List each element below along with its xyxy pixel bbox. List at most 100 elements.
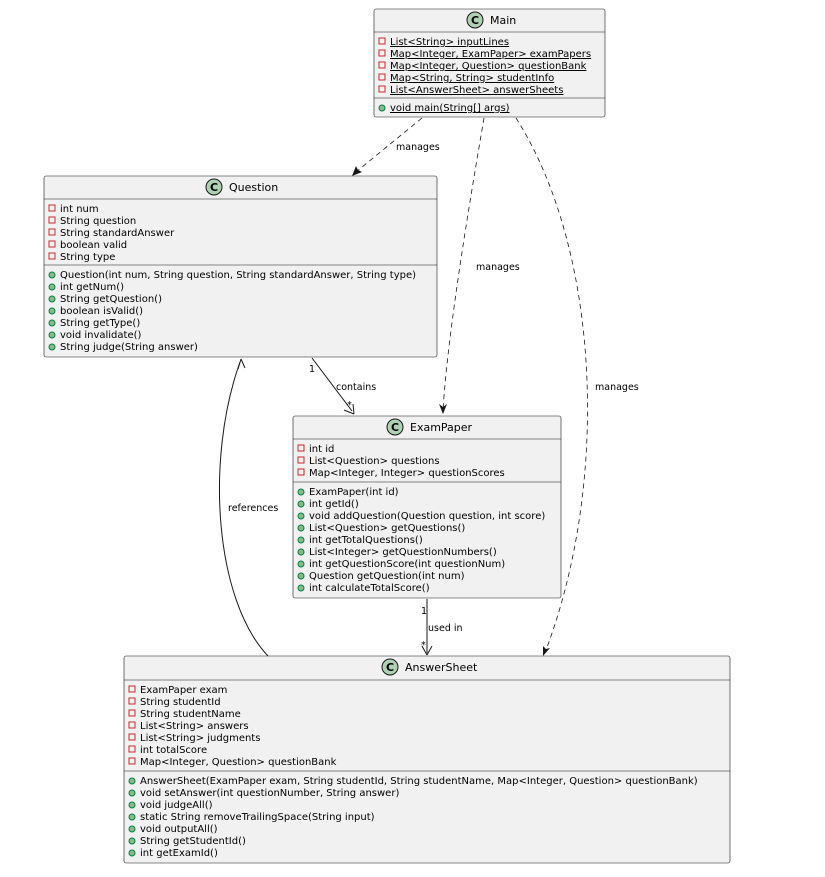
field: String standardAnswer (60, 228, 175, 239)
private-icon (378, 49, 386, 57)
field: Map<Integer, Question> questionBank (390, 61, 587, 72)
field: String question (60, 216, 136, 227)
class-name: ExamPaper (410, 421, 473, 434)
field: String type (60, 252, 115, 263)
field: Map<Integer, Integer> questionScores (309, 468, 505, 479)
field: List<String> judgments (140, 733, 260, 744)
field: List<AnswerSheet> answerSheets (390, 85, 563, 96)
edge-question-contains-exampaper: contains 1 * (309, 357, 376, 415)
private-icon (297, 468, 305, 476)
class-icon: C (466, 11, 484, 29)
arrowhead-icon (352, 166, 362, 176)
edge-main-manages-question: manages (352, 117, 440, 176)
multiplicity: * (421, 640, 426, 651)
class-icon: C (386, 418, 404, 436)
private-icon (378, 85, 386, 93)
public-icon (48, 307, 56, 315)
multiplicity: * (347, 400, 352, 411)
edge-label: references (228, 503, 278, 514)
field-list: List<String> inputLines Map<Integer, Exa… (378, 37, 591, 96)
multiplicity: 1 (309, 364, 315, 375)
public-icon (128, 837, 136, 845)
class-icon: C (205, 178, 223, 196)
public-icon (48, 271, 56, 279)
edge-exampaper-usedin-answersheet: used in 1 * (421, 599, 463, 656)
svg-text:C: C (210, 181, 218, 194)
multiplicity: 1 (421, 606, 427, 617)
method: String getStudentId() (140, 836, 246, 847)
edge-label: manages (476, 262, 520, 273)
svg-text:C: C (386, 661, 394, 674)
arrowhead-icon (237, 358, 246, 370)
method-list: Question(int num, String question, Strin… (48, 270, 416, 353)
edge-label: contains (336, 382, 376, 393)
field: String studentName (140, 709, 241, 720)
field-list: int num String question String standardA… (48, 204, 175, 263)
private-icon (297, 444, 305, 452)
class-main[interactable]: C Main List<String> inputLines Map<Integ… (373, 8, 606, 118)
method: int getNum() (60, 282, 124, 293)
public-icon (297, 500, 305, 508)
method: int getTotalQuestions() (309, 535, 423, 546)
public-icon (297, 560, 305, 568)
public-icon (297, 536, 305, 544)
private-icon (297, 456, 305, 464)
method: String getQuestion() (60, 294, 162, 305)
method: boolean isValid() (60, 306, 143, 317)
public-icon (297, 488, 305, 496)
private-icon (48, 240, 56, 248)
method: void outputAll() (140, 824, 218, 835)
public-icon (128, 813, 136, 821)
method: void invalidate() (60, 330, 142, 341)
field-list: ExamPaper exam String studentId String s… (128, 685, 337, 768)
arrowhead-icon (439, 404, 447, 414)
public-icon (48, 283, 56, 291)
public-icon (48, 319, 56, 327)
edge-answersheet-references-question: references (218, 358, 278, 657)
method: int getId() (309, 499, 359, 510)
field: List<Question> questions (309, 456, 440, 467)
method: AnswerSheet(ExamPaper exam, String stude… (140, 776, 698, 787)
class-question[interactable]: C Question int num String question Strin… (43, 175, 438, 358)
private-icon (48, 228, 56, 236)
private-icon (48, 216, 56, 224)
public-icon (128, 849, 136, 857)
public-icon (128, 789, 136, 797)
method: List<Integer> getQuestionNumbers() (309, 547, 497, 558)
private-icon (48, 252, 56, 260)
public-icon (48, 331, 56, 339)
field: Map<Integer, Question> questionBank (140, 757, 337, 768)
public-icon (128, 777, 136, 785)
public-icon (297, 548, 305, 556)
method-list: void main(String[] args) (378, 103, 510, 114)
method: static String removeTrailingSpace(String… (140, 812, 375, 823)
public-icon (48, 295, 56, 303)
class-icon: C (381, 658, 399, 676)
edge-main-manages-exampaper: manages (439, 117, 520, 414)
class-answersheet[interactable]: C AnswerSheet ExamPaper exam String stud… (123, 655, 731, 864)
method: Question(int num, String question, Strin… (60, 270, 416, 281)
method: List<Question> getQuestions() (309, 523, 465, 534)
method: String getType() (60, 318, 140, 329)
class-name: Question (229, 181, 278, 194)
private-icon (128, 697, 136, 705)
private-icon (128, 745, 136, 753)
public-icon (48, 343, 56, 351)
private-icon (128, 733, 136, 741)
method: Question getQuestion(int num) (309, 571, 465, 582)
class-main-box (373, 8, 606, 118)
class-exampaper-box (292, 415, 562, 599)
field: int id (309, 444, 334, 455)
private-icon (378, 61, 386, 69)
field: List<String> answers (140, 721, 249, 732)
public-icon (297, 584, 305, 592)
svg-text:C: C (391, 421, 399, 434)
class-exampaper[interactable]: C ExamPaper int id List<Question> questi… (292, 415, 562, 599)
method-list: AnswerSheet(ExamPaper exam, String stude… (128, 776, 698, 859)
field: String studentId (140, 697, 221, 708)
method-list: ExamPaper(int id) int getId() void addQu… (297, 487, 545, 594)
method: int calculateTotalScore() (309, 583, 430, 594)
private-icon (128, 721, 136, 729)
method: void setAnswer(int questionNumber, Strin… (140, 788, 399, 799)
